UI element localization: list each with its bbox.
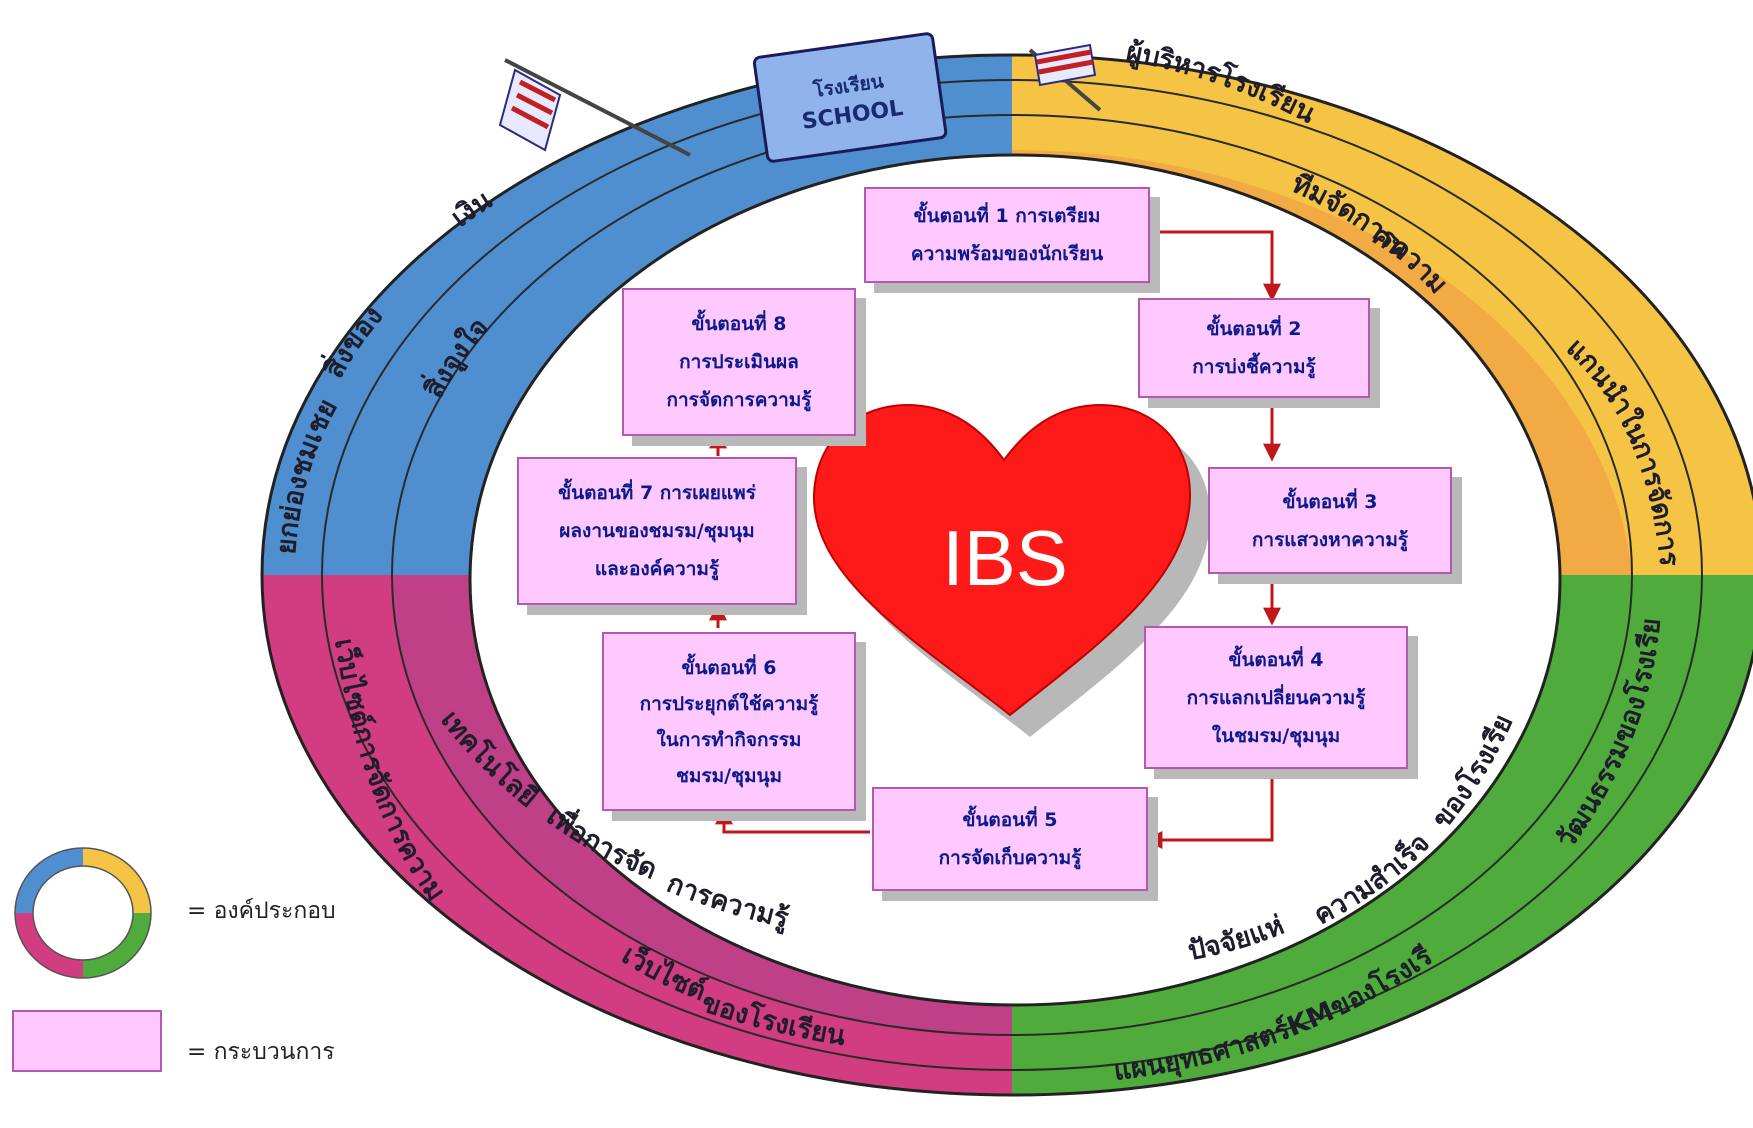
step-1-box: ขั้นตอนที่ 1 การเตรียมความพร้อมของนักเรี… xyxy=(864,187,1150,283)
center-title: IBS xyxy=(942,514,1068,602)
step-8-line-2: การประเมินผล xyxy=(679,351,799,373)
step-8-line-3: การจัดการความรู้ xyxy=(666,389,812,411)
step-7-box: ขั้นตอนที่ 7 การเผยแพร่ผลงานของชมรม/ชุมน… xyxy=(517,457,797,605)
flag-left-icon xyxy=(498,58,691,157)
step-1-line-2: ความพร้อมของนักเรียน xyxy=(910,243,1104,265)
step-3-line-2: การแสวงหาความรู้ xyxy=(1251,528,1409,551)
step-4-line-3: ในชมรม/ชุมนุม xyxy=(1211,724,1341,747)
step-3-box: ขั้นตอนที่ 3 การแสวงหาความรู้ xyxy=(1208,467,1452,574)
ring-outer-edge xyxy=(260,53,1753,1097)
legend-ring-icon xyxy=(14,847,152,979)
step-6-line-3: ในการทำกิจกรรม xyxy=(656,728,802,751)
school-sign: โรงเรียน SCHOOL xyxy=(752,32,948,163)
heart-icon xyxy=(812,403,1210,737)
process-arrows xyxy=(709,230,1281,849)
step-4-line-2: การแลกเปลี่ยนความรู้ xyxy=(1186,686,1366,709)
step-8-line-1: ขั้นตอนที่ 8 xyxy=(691,313,787,335)
step-5-box: ขั้นตอนที่ 5 การจัดเก็บความรู้ xyxy=(872,787,1148,891)
step-2-box: ขั้นตอนที่ 2 การบ่งชี้ความรู้ xyxy=(1138,298,1370,398)
step-7-line-1: ขั้นตอนที่ 7 การเผยแพร่ xyxy=(558,482,756,504)
legend-process-label: = กระบวนการ xyxy=(187,1039,335,1065)
step-7-line-3: และองค์ความรู้ xyxy=(594,558,720,580)
step-2-line-1: ขั้นตอนที่ 2 xyxy=(1206,318,1302,340)
legend-component-label: = องค์ประกอบ xyxy=(187,898,336,924)
step-3-line-1: ขั้นตอนที่ 3 xyxy=(1282,490,1378,513)
arrow-5-6 xyxy=(715,806,870,834)
step-6-line-4: ชมรม/ชุมนุม xyxy=(675,764,783,787)
flag-right-icon xyxy=(1028,43,1102,112)
step-8-box: ขั้นตอนที่ 8 การประเมินผลการจัดการความรู้ xyxy=(622,288,856,436)
step-5-line-2: การจัดเก็บความรู้ xyxy=(938,847,1082,869)
step-6-line-2: การประยุกต์ใช้ความรู้ xyxy=(639,692,819,715)
step-5-line-1: ขั้นตอนที่ 5 xyxy=(962,809,1058,831)
arrow-4-5 xyxy=(1144,766,1274,849)
legend-process-swatch xyxy=(12,1010,162,1072)
step-6-box: ขั้นตอนที่ 6 การประยุกต์ใช้ความรู้ในการทำ… xyxy=(602,632,856,811)
step-7-line-2: ผลงานของชมรม/ชุมนุม xyxy=(559,520,755,542)
step-4-box: ขั้นตอนที่ 4 การแลกเปลี่ยนความรู้ในชมรม/ช… xyxy=(1144,626,1408,769)
step-2-line-2: การบ่งชี้ความรู้ xyxy=(1192,356,1316,378)
step-6-line-1: ขั้นตอนที่ 6 xyxy=(681,656,777,679)
step-1-line-1: ขั้นตอนที่ 1 การเตรียม xyxy=(913,205,1101,227)
step-4-line-1: ขั้นตอนที่ 4 xyxy=(1228,648,1324,671)
arrow-1-2 xyxy=(1148,230,1281,302)
